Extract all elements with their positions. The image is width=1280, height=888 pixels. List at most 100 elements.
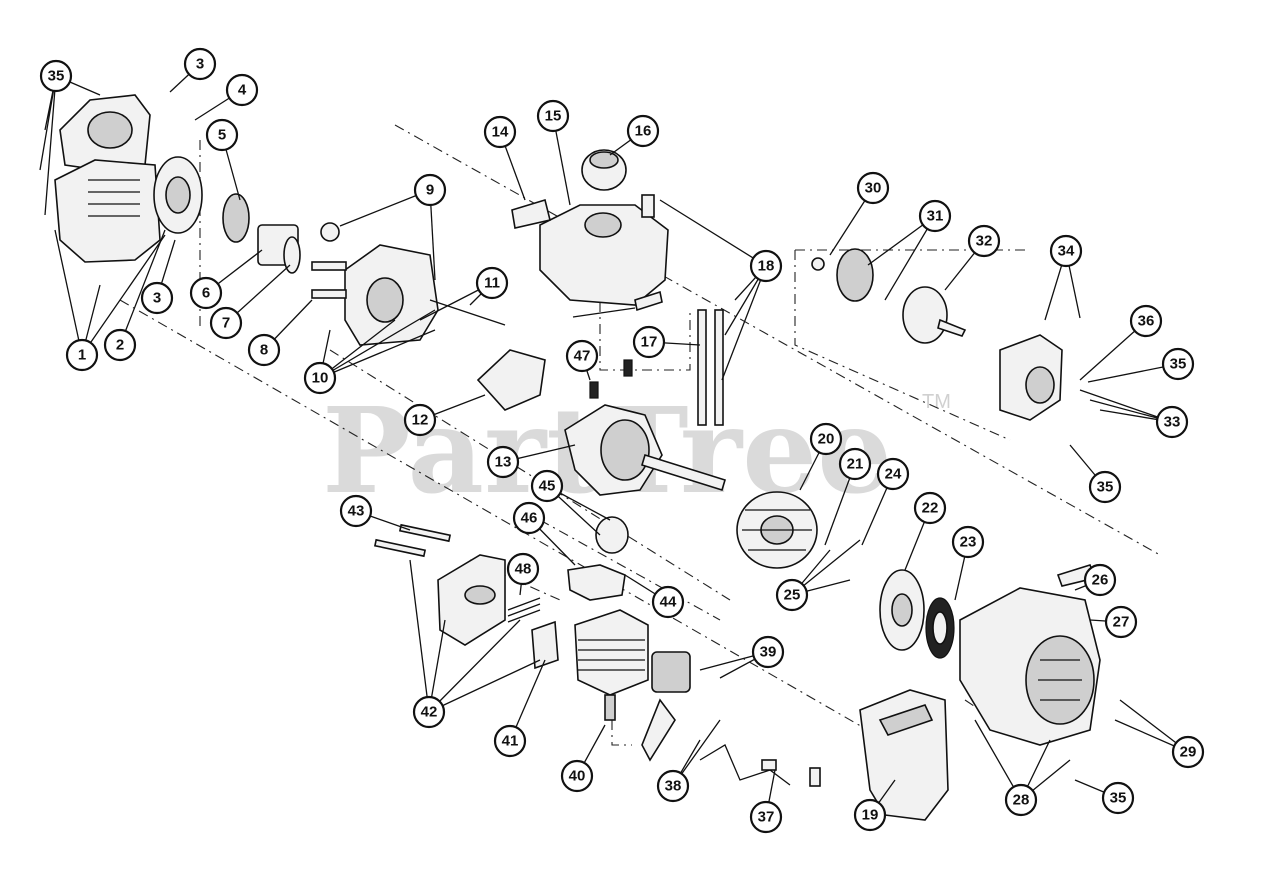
callout-43: 43 <box>339 494 373 528</box>
svg-text:32: 32 <box>976 233 993 250</box>
svg-text:10: 10 <box>312 370 329 387</box>
svg-text:46: 46 <box>521 510 538 527</box>
svg-text:42: 42 <box>421 704 438 721</box>
svg-text:31: 31 <box>927 208 944 225</box>
callout-3: 3 <box>183 47 217 81</box>
svg-text:48: 48 <box>515 561 532 578</box>
svg-text:13: 13 <box>495 454 512 471</box>
callout-21: 20 <box>809 422 843 456</box>
callout-42: 42 <box>412 695 446 729</box>
watermark-tm: TM <box>922 391 951 413</box>
callout-23: 22 <box>913 491 947 525</box>
svg-text:28: 28 <box>1013 792 1030 809</box>
svg-text:22: 22 <box>922 500 939 517</box>
svg-text:6: 6 <box>202 285 210 302</box>
svg-text:35: 35 <box>1170 356 1187 373</box>
svg-text:35: 35 <box>1110 790 1127 807</box>
svg-text:3: 3 <box>196 56 204 73</box>
svg-text:9: 9 <box>426 182 434 199</box>
callout-22: 21 <box>838 447 872 481</box>
svg-text:38: 38 <box>665 778 682 795</box>
svg-text:16: 16 <box>635 123 652 140</box>
callout-2: 2 <box>103 328 137 362</box>
svg-text:11: 11 <box>484 275 500 292</box>
callout-4: 4 <box>225 73 259 107</box>
callout-25: 24 <box>876 457 910 491</box>
callout-46: 46 <box>512 501 546 535</box>
svg-text:45: 45 <box>539 478 556 495</box>
clutch-housing <box>999 334 1063 421</box>
callout-16: 16 <box>626 114 660 148</box>
svg-text:39: 39 <box>760 644 777 661</box>
callout-15: 15 <box>536 99 570 133</box>
callout-9: 9 <box>413 173 447 207</box>
callout-39: 39 <box>751 635 785 669</box>
callout-26: 25 <box>775 578 809 612</box>
svg-text:24: 24 <box>885 466 902 483</box>
callout-6: 6 <box>189 276 223 310</box>
clutch-drum-group <box>811 248 967 344</box>
callout-48: 48 <box>506 552 540 586</box>
svg-text:40: 40 <box>569 768 586 785</box>
clutch-assembly <box>879 569 955 659</box>
callout-3b: 3 <box>140 281 174 315</box>
callout-5: 5 <box>205 118 239 152</box>
ignition-group <box>641 651 821 787</box>
svg-text:33: 33 <box>1164 414 1181 431</box>
callout-35: 35 <box>39 59 73 93</box>
svg-text:20: 20 <box>818 431 835 448</box>
callout-34: 33 <box>1155 405 1189 439</box>
svg-text:25: 25 <box>784 587 801 604</box>
callout-38: 38 <box>656 769 690 803</box>
callout-35c: 35 <box>1161 347 1195 381</box>
callout-12: 12 <box>403 403 437 437</box>
carburetor-housing <box>311 244 506 346</box>
svg-text:1: 1 <box>78 347 86 364</box>
svg-text:4: 4 <box>238 82 247 99</box>
callout-45: 45 <box>530 469 564 503</box>
flywheel <box>736 491 818 569</box>
callout-40: 40 <box>560 759 594 793</box>
svg-text:19: 19 <box>862 807 879 824</box>
svg-text:35: 35 <box>48 68 65 85</box>
cylinder-group <box>567 516 649 721</box>
svg-text:18: 18 <box>758 258 775 275</box>
callout-20: 19 <box>853 798 887 832</box>
svg-text:7: 7 <box>222 315 230 332</box>
svg-text:37: 37 <box>758 809 775 826</box>
callout-10: 10 <box>303 361 337 395</box>
svg-text:2: 2 <box>116 337 124 354</box>
callout-24: 23 <box>951 525 985 559</box>
callout-13: 13 <box>486 445 520 479</box>
svg-text:17: 17 <box>641 334 658 351</box>
callout-18: 18 <box>749 249 783 283</box>
callout-28: 27 <box>1104 605 1138 639</box>
svg-text:5: 5 <box>218 127 226 144</box>
callout-47: 47 <box>565 339 599 373</box>
svg-text:23: 23 <box>960 534 977 551</box>
callout-14: 14 <box>483 115 517 149</box>
callout-44: 44 <box>651 585 685 619</box>
callout-35b: 34 <box>1049 234 1083 268</box>
svg-text:35: 35 <box>1097 479 1114 496</box>
callout-11: 11 <box>475 266 509 300</box>
svg-text:47: 47 <box>574 348 591 365</box>
callout-7: 7 <box>209 306 243 340</box>
svg-text:26: 26 <box>1092 572 1109 589</box>
svg-text:36: 36 <box>1138 313 1155 330</box>
callout-35e: 35 <box>1101 781 1135 815</box>
callout-29: 28 <box>1004 783 1038 817</box>
svg-text:21: 21 <box>847 456 864 473</box>
starter-housing <box>959 564 1101 746</box>
callout-27: 26 <box>1083 563 1117 597</box>
callout-41: 41 <box>493 724 527 758</box>
svg-text:15: 15 <box>545 108 562 125</box>
callout-1: 1 <box>65 338 99 372</box>
callout-36: 36 <box>1129 304 1163 338</box>
svg-text:29: 29 <box>1180 744 1197 761</box>
fuel-tank <box>511 149 724 426</box>
air-filter-cover <box>54 94 203 263</box>
svg-text:34: 34 <box>1058 243 1075 260</box>
